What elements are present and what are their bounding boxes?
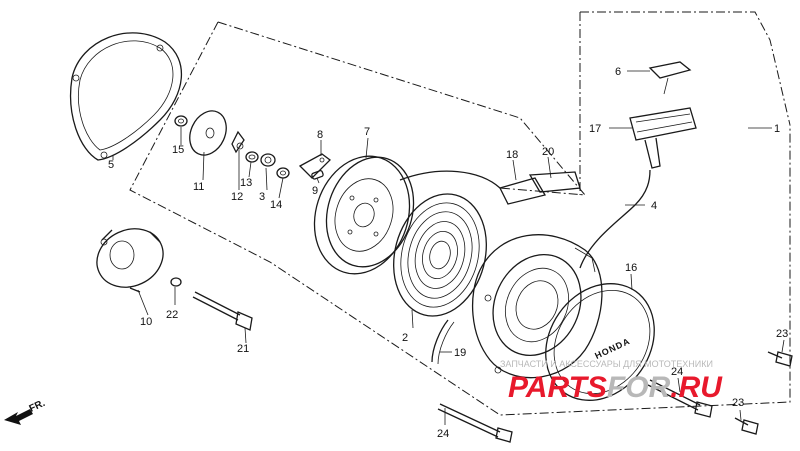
short-bolt-upper: [767, 351, 793, 367]
watermark-brand-ru: .RU: [670, 371, 723, 404]
callout-14: 14: [270, 199, 282, 211]
short-bolt-lower: [734, 417, 759, 435]
assembly-frame-right: [580, 11, 791, 126]
bushing: [276, 167, 290, 179]
callout-10: 10: [140, 316, 152, 328]
watermark-brand-for: FOR: [607, 371, 671, 404]
watermark-tagline: ЗАПЧАСТИ И АКСЕССУАРЫ ДЛЯ МОТОТЕХНИКИ: [500, 359, 713, 369]
callout-8: 8: [317, 129, 323, 141]
collar: [260, 153, 276, 167]
leader-lines: [112, 70, 785, 425]
ratchet: [298, 153, 331, 179]
callout-11: 11: [193, 181, 204, 193]
callout-24a: 24: [437, 428, 449, 440]
callout-labels: 1 2 3 4 5 6 7 8 9 10 11 12 13 14 15 16 1…: [108, 66, 788, 440]
callout-20: 20: [542, 146, 554, 158]
callout-2: 2: [402, 332, 408, 344]
arrow-icon: [4, 409, 33, 425]
callout-6: 6: [615, 66, 621, 78]
watermark-brand-parts: PARTS: [508, 371, 607, 404]
callout-19: 19: [454, 347, 466, 359]
callout-17: 17: [589, 123, 601, 135]
washer: [170, 277, 182, 287]
callout-3: 3: [259, 191, 265, 203]
callout-4: 4: [651, 200, 657, 212]
callout-16: 16: [625, 262, 637, 274]
callout-1: 1: [774, 123, 780, 135]
reel: [313, 155, 415, 275]
long-bolt-left: [437, 403, 513, 443]
ratchet-spring: [231, 130, 245, 154]
callout-23b: 23: [732, 397, 744, 409]
gasket: [70, 32, 183, 161]
callout-9: 9: [312, 185, 318, 197]
callout-18: 18: [506, 149, 518, 161]
callout-12: 12: [231, 191, 243, 203]
callout-5: 5: [108, 159, 114, 171]
direction-label: FR.: [28, 398, 47, 415]
starter-spring: [393, 193, 487, 317]
rope-guide: [431, 319, 455, 365]
callout-23a: 23: [776, 328, 788, 340]
watermark-brand: PARTSFOR.RU: [508, 371, 723, 404]
callout-13: 13: [240, 177, 252, 189]
grip-plate: [528, 171, 581, 193]
starter-case: [471, 234, 603, 379]
callout-22: 22: [166, 309, 178, 321]
seal-plate: [499, 177, 547, 205]
starter-rope: [399, 169, 651, 269]
front-direction-marker: FR.: [4, 398, 47, 425]
friction-plate: [189, 110, 227, 156]
flange-bolt: [192, 291, 253, 331]
cover-logo: HONDA: [593, 336, 632, 361]
site-watermark: ЗАПЧАСТИ И АКСЕССУАРЫ ДЛЯ МОТОТЕХНИКИ PA…: [500, 359, 723, 404]
handle-cap: [648, 61, 692, 95]
callout-21: 21: [237, 343, 249, 355]
long-bolt-right: [647, 379, 713, 418]
callout-24b: 24: [671, 366, 683, 378]
starter-pulley: [96, 228, 164, 293]
callout-7: 7: [364, 126, 370, 138]
starter-handle: [629, 107, 697, 169]
callout-15: 15: [172, 144, 184, 156]
nut: [174, 115, 188, 127]
pin: [311, 170, 324, 180]
return-spring: [245, 151, 259, 163]
